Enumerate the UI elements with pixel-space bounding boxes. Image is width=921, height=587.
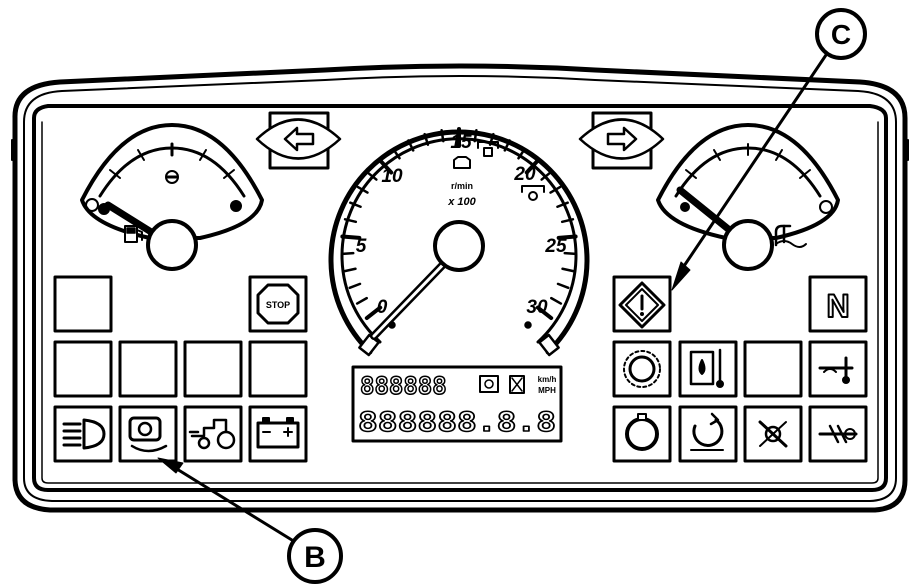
tach-tick	[343, 218, 358, 224]
tach-tick	[349, 201, 362, 208]
indicator-blank	[183, 340, 243, 398]
lcd-unit-kmh: km/h	[538, 375, 557, 384]
tach-tick	[364, 305, 383, 321]
tach-tick	[535, 305, 554, 321]
callout-c-label: C	[831, 19, 851, 50]
tachometer-ticks	[340, 127, 578, 321]
tach-tick	[341, 251, 355, 256]
tach-tick	[423, 132, 430, 146]
tach-label-30: 30	[526, 297, 548, 318]
indicator-blank	[743, 340, 803, 398]
headlight-icon	[53, 405, 113, 463]
lcd-pto-icon	[479, 375, 499, 393]
tach-tick	[343, 267, 357, 273]
lcd-bottom-digits: 888888.8.8	[358, 407, 556, 438]
tach-label-15: 15	[450, 132, 472, 153]
tach-tick	[340, 234, 362, 240]
turn-right-icon	[578, 111, 665, 170]
turn-left-icon	[255, 111, 342, 170]
tach-tick	[560, 218, 575, 224]
tach-tick	[473, 129, 478, 143]
tach-tick	[392, 147, 401, 160]
tach-tick	[556, 234, 578, 240]
fan-icon	[808, 405, 868, 463]
neutral-label: N	[826, 288, 849, 324]
warning-diamond-icon	[612, 275, 672, 333]
tach-tick	[366, 171, 378, 181]
tach-tick	[517, 147, 526, 160]
tach-tick	[356, 185, 369, 194]
pto-icon	[743, 405, 803, 463]
pto-speed-icon	[477, 141, 499, 157]
cluster-housing	[11, 63, 909, 513]
engine-icon	[453, 156, 471, 169]
transmission-icon	[118, 405, 178, 463]
tach-label-20: 20	[513, 164, 536, 185]
tachometer: 0 5 10 15 20 25 30 r/min x 100	[328, 127, 590, 357]
brake-icon	[678, 405, 738, 463]
callout-c: C	[671, 8, 867, 291]
tach-unit-x100: x 100	[447, 196, 476, 208]
hydraulic-oil-icon	[678, 340, 738, 398]
coolant-icon	[808, 340, 868, 398]
battery-icon	[248, 405, 308, 463]
temperature-gauge	[656, 123, 840, 271]
tach-unit-rmin: r/min	[451, 181, 473, 191]
tach-tick	[563, 251, 577, 256]
indicator-blank	[53, 275, 113, 333]
tach-label-25: 25	[544, 236, 567, 257]
air-filter-icon	[612, 340, 672, 398]
lcd-hourglass-icon	[509, 375, 525, 394]
tach-tick	[407, 139, 415, 152]
tach-tick	[556, 201, 569, 208]
tractor-icon	[183, 405, 243, 463]
tach-label-10: 10	[381, 166, 403, 187]
indicator-blank	[118, 340, 178, 398]
pto-speed-icon	[521, 185, 545, 201]
callout-b: B	[157, 457, 343, 584]
engine-oil-icon	[612, 405, 672, 463]
callout-b-label: B	[304, 541, 326, 574]
coolant-temp-icon	[774, 224, 807, 248]
tach-label-0: 0	[377, 297, 388, 318]
indicator-blank	[248, 340, 308, 398]
tach-tick	[550, 296, 563, 305]
tach-tick	[348, 282, 362, 290]
tach-tick	[503, 139, 511, 152]
stop-label: STOP	[266, 300, 290, 310]
tach-tick	[377, 157, 394, 175]
tach-tick	[556, 282, 570, 290]
stop-icon: STOP	[248, 275, 308, 333]
tach-label-5: 5	[356, 236, 367, 257]
tach-tick	[549, 185, 562, 194]
lcd-display: 888888 km/h MPH 888888.8.8	[351, 365, 563, 443]
fuel-pump-icon	[124, 225, 143, 243]
tach-tick	[524, 157, 541, 175]
indicator-blank	[53, 340, 113, 398]
neutral-icon: N	[808, 275, 868, 333]
tach-tick	[440, 129, 445, 143]
fuel-gauge	[80, 123, 264, 271]
tach-tick	[355, 296, 368, 305]
tach-tick	[561, 267, 575, 273]
lcd-unit-mph: MPH	[538, 386, 556, 395]
tach-tick	[540, 171, 552, 181]
lcd-top-digits: 888888	[360, 372, 447, 400]
